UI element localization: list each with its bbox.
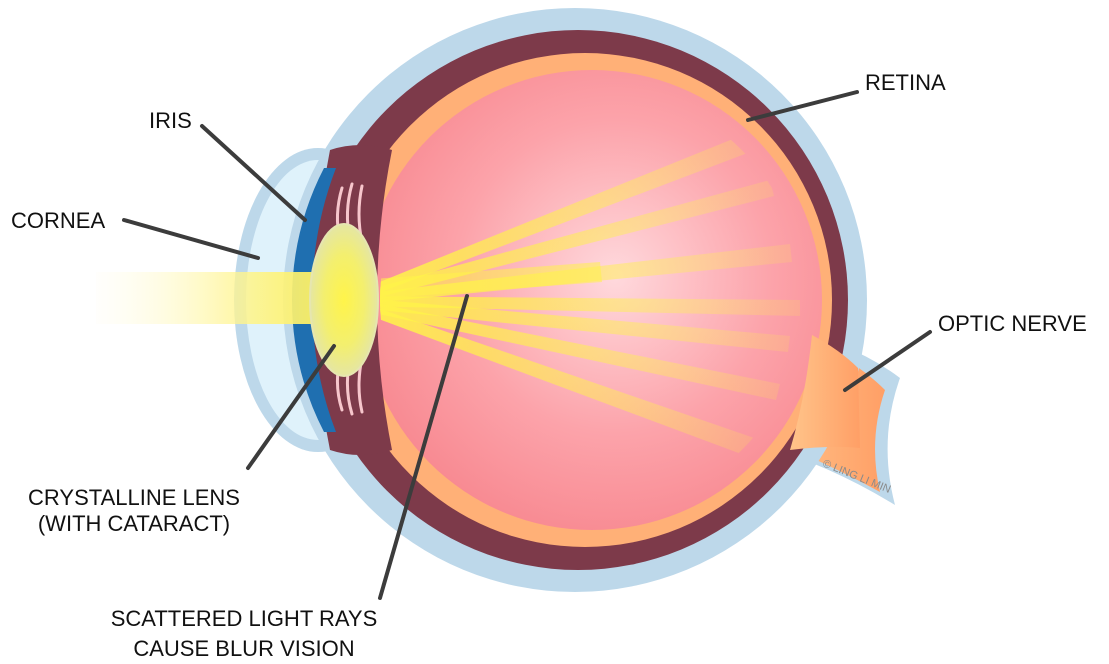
iris-label: IRIS [149,108,192,134]
cornea-leader-line [124,220,258,258]
retina-label: RETINA [865,70,946,96]
cornea-label: CORNEA [11,208,105,234]
scatter-label: SCATTERED LIGHT RAYS CAUSE BLUR VISION [86,604,402,664]
lens-label-line1: CRYSTALLINE LENS [14,485,254,511]
scatter-label-line1: SCATTERED LIGHT RAYS [86,604,402,634]
lens-label-line2: (WITH CATARACT) [14,511,254,537]
crystalline-lens [310,224,378,376]
lens-label: CRYSTALLINE LENS (WITH CATARACT) [14,485,254,537]
scatter-label-line2: CAUSE BLUR VISION [86,634,402,664]
optic-nerve-label: OPTIC NERVE [938,311,1087,337]
